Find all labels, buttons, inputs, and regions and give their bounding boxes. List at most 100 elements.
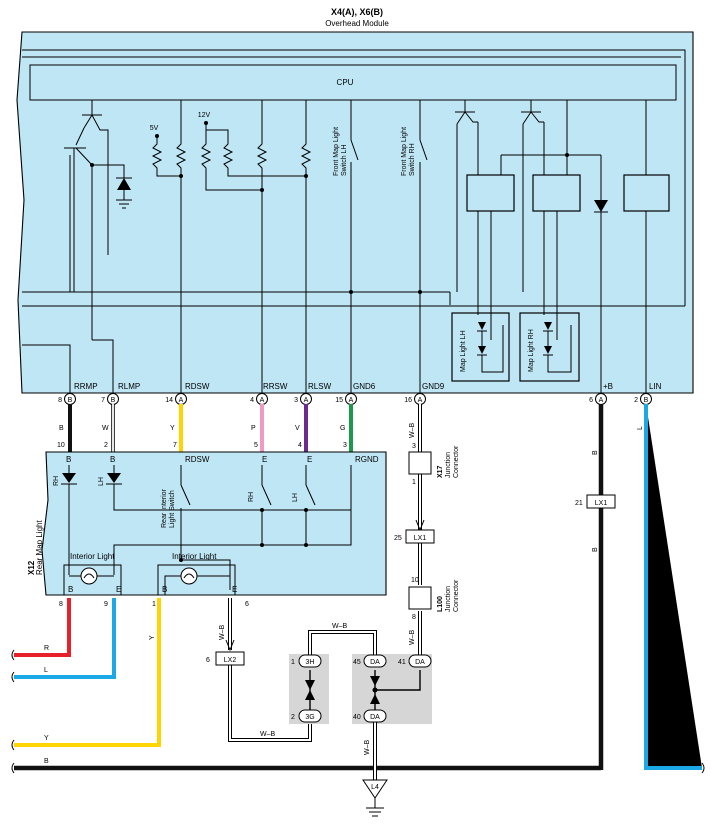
svg-text:45: 45 — [353, 659, 361, 666]
lx1-b-label: LX1 — [595, 500, 608, 507]
interior-light-1: Interior Light — [70, 552, 115, 561]
splice-da40: DA 40 — [353, 709, 387, 723]
rear-bot-e1: E — [116, 585, 121, 594]
rear-pin-4: 4 — [298, 442, 302, 449]
wire-y — [14, 598, 161, 747]
module-pin-number: 8 — [58, 397, 62, 404]
x17-name-1: Junction — [445, 452, 452, 478]
module-pin-number: 3 — [294, 397, 298, 404]
module-pin-letter: B — [111, 397, 116, 404]
splice-da41: DA 41 — [398, 654, 432, 668]
switch-lh-label-2: Switch LH — [341, 144, 348, 176]
wire-label-rlsw: V — [295, 425, 300, 432]
rear-lh-switch: LH — [292, 493, 299, 502]
module-pin-letter: B — [68, 397, 73, 404]
x17-name-2: Connector — [453, 445, 460, 478]
module-pin-number: 4 — [250, 397, 254, 404]
module-pin-letter: A — [304, 397, 309, 404]
svg-text:DA: DA — [370, 714, 380, 721]
rear-letter-rgnd: RGND — [355, 455, 379, 464]
lx2-connector — [215, 651, 245, 666]
l100-code: L100 — [437, 596, 444, 612]
rear-pin-3: 3 — [343, 442, 347, 449]
wire-label-gnd6: G — [340, 425, 345, 432]
l100-name-2: Connector — [453, 579, 460, 612]
v5-label: 5V — [150, 125, 159, 132]
module-name: Overhead Module — [325, 19, 389, 28]
term-rlmp: RLMP — [118, 382, 140, 391]
rear-name: Rear Map Light — [35, 520, 44, 575]
switch-lh-label-1: Front Map Light — [333, 127, 340, 176]
svg-text:1: 1 — [291, 659, 295, 666]
term-rdsw: RDSW — [185, 382, 210, 391]
rear-bot-pin-9: 9 — [104, 601, 108, 608]
interior-light-2: Interior Light — [172, 552, 217, 561]
cpu-label: CPU — [337, 78, 354, 87]
wire-label-rrmp: B — [59, 425, 64, 432]
map-light-rh-box — [519, 312, 580, 382]
rear-letter-b2: B — [110, 455, 115, 464]
module-pin-letter: B — [644, 397, 649, 404]
rear-bot-b2: B — [162, 585, 167, 594]
l100-name-1: Junction — [445, 586, 452, 612]
svg-text:2: 2 — [291, 714, 295, 721]
wire-label-rlmp: W — [102, 425, 109, 432]
term-plusb: +B — [603, 382, 613, 391]
module-pin-number: 6 — [589, 397, 593, 404]
module-pin-number: 16 — [404, 397, 412, 404]
svg-text:3G: 3G — [305, 714, 314, 721]
svg-text:DA: DA — [370, 659, 380, 666]
wire-label-b: B — [44, 758, 49, 765]
module-pin-letter: A — [179, 397, 184, 404]
rear-lh-led: LH — [98, 477, 105, 486]
rear-rh-led: RH — [53, 476, 60, 486]
wire-label-wb-bottom: W–B — [260, 731, 276, 738]
wire-label-rdsw: Y — [170, 425, 175, 432]
l100-pin-bot: 8 — [412, 614, 416, 621]
wire-r — [14, 598, 71, 657]
ground-symbol — [362, 779, 388, 799]
rear-pin-10: 10 — [57, 442, 65, 449]
svg-text:DA: DA — [415, 659, 425, 666]
term-lin: LIN — [649, 382, 662, 391]
rear-letter-e2: E — [307, 455, 312, 464]
term-gnd6: GND6 — [353, 382, 376, 391]
rear-letter-e1: E — [262, 455, 267, 464]
term-rlsw: RLSW — [308, 382, 332, 391]
module-pin-number: 15 — [335, 397, 343, 404]
wire-label-wb-top: W–B — [332, 623, 348, 630]
x17-pin-top: 3 — [412, 443, 416, 450]
lx1-a-label: LX1 — [414, 535, 427, 542]
splice-3g: 3G 2 — [291, 709, 322, 723]
svg-text:40: 40 — [353, 714, 361, 721]
module-pin-letter: A — [349, 397, 354, 404]
lx1-a-pin: 25 — [394, 535, 402, 542]
v12-label: 12V — [198, 112, 211, 119]
wire-label-plusb: B — [592, 450, 599, 455]
splice-3h: 3H 1 — [291, 654, 322, 668]
l100-connector — [408, 586, 432, 610]
rear-rh-switch: RH — [248, 492, 255, 502]
splice-da45: DA 45 — [353, 654, 387, 668]
module-pin-number: 14 — [165, 397, 173, 404]
rear-bot-pin-6: 6 — [245, 601, 249, 608]
svg-text:41: 41 — [398, 659, 406, 666]
wire-l — [14, 598, 116, 679]
wire-lin — [644, 404, 702, 770]
wire-label-l: L — [44, 667, 48, 674]
rear-letter-b1: B — [66, 455, 71, 464]
x17-pin-bot: 1 — [412, 479, 416, 486]
lx1-b-pin: 21 — [575, 500, 583, 507]
module-pin-letter: A — [418, 397, 423, 404]
rear-map-light-box — [41, 451, 387, 596]
rear-bot-pin-1: 1 — [152, 601, 156, 608]
wire-label-y: Y — [44, 735, 49, 742]
wire-label-r: R — [44, 645, 49, 652]
svg-text:3H: 3H — [306, 659, 315, 666]
lx2-pin: 6 — [206, 657, 210, 664]
x17-code: X17 — [437, 465, 444, 478]
wire-label-wb-rear: W–B — [219, 625, 226, 641]
rear-switch-label-1: Rear Interior — [161, 488, 168, 528]
wire-label-plusb-2: B — [592, 547, 599, 552]
